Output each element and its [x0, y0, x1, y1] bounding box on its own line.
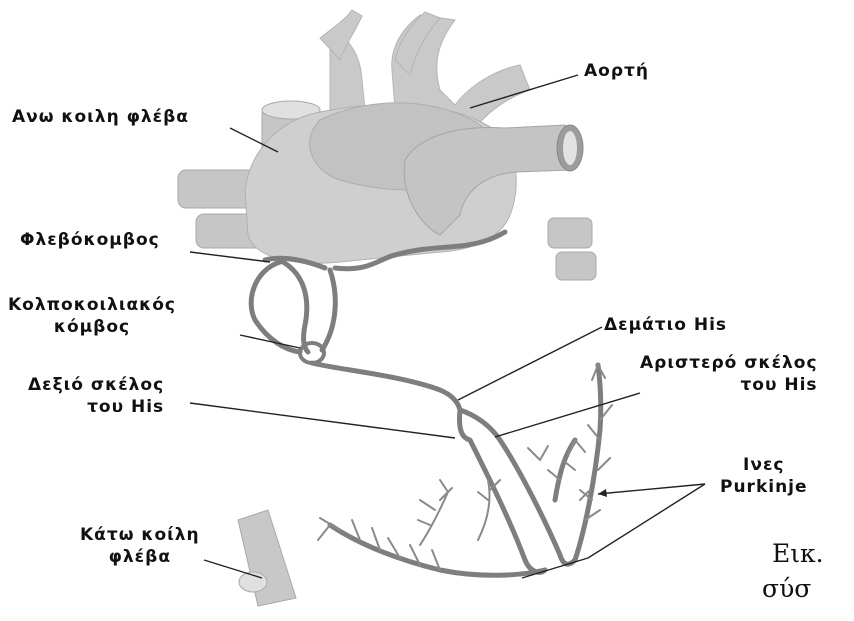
his-bundle — [312, 363, 460, 410]
label-purkinje-fibers: Ινες Purkinje — [720, 454, 808, 498]
internodal-mid — [283, 262, 308, 352]
label-sinoatrial-node: Φλεβόκομβος — [20, 229, 160, 251]
purkinje-arrowheads — [598, 489, 607, 497]
av-node — [300, 343, 324, 363]
purkinje-lower-right — [575, 365, 601, 560]
label-av-node-line1: Κολποκοιλιακός — [8, 294, 176, 316]
label-av-node: Κολποκοιλιακός κόμβος — [8, 294, 176, 338]
label-ivc-line2: φλέβα — [80, 546, 200, 568]
label-right-bundle-branch: Δεξιό σκέλος του His — [28, 374, 164, 418]
label-av-node-line2: κόμβος — [8, 316, 176, 338]
label-aorta: Αορτή — [584, 60, 649, 82]
arrowhead-1 — [598, 489, 607, 497]
label-purkinje-line1: Ινες — [720, 454, 808, 476]
label-right-bundle-line1: Δεξιό σκέλος — [28, 374, 164, 396]
branch-left — [320, 10, 362, 60]
leader-sa-node — [190, 252, 270, 262]
leader-his — [458, 327, 602, 400]
label-bundle-of-his: Δεμάτιο His — [604, 314, 727, 336]
label-right-bundle-line2: του His — [28, 396, 164, 418]
label-ivc-line1: Κάτω κοίλη — [80, 524, 200, 546]
label-left-bundle-line2: του His — [640, 374, 818, 396]
leader-purkinje-1 — [598, 484, 705, 494]
caption-line2: σύσ — [762, 571, 824, 606]
pulmonary-veins-right — [548, 218, 596, 280]
caption-line1: Εικ. — [772, 536, 824, 571]
label-superior-vena-cava: Ανω κοιλη φλέβα — [12, 106, 189, 128]
figure-caption: Εικ. σύσ — [772, 536, 824, 606]
inferior-vena-cava-tube — [238, 510, 296, 606]
label-purkinje-line2: Purkinje — [720, 476, 808, 498]
leader-right-bundle — [190, 403, 455, 438]
purkinje-mid — [555, 440, 575, 500]
internodal-right — [322, 270, 335, 350]
leader-left-bundle — [495, 393, 640, 437]
label-left-bundle-line1: Αριστερό σκέλος — [640, 352, 818, 374]
label-left-bundle-branch: Αριστερό σκέλος του His — [640, 352, 818, 396]
label-inferior-vena-cava: Κάτω κοίλη φλέβα — [80, 524, 200, 568]
